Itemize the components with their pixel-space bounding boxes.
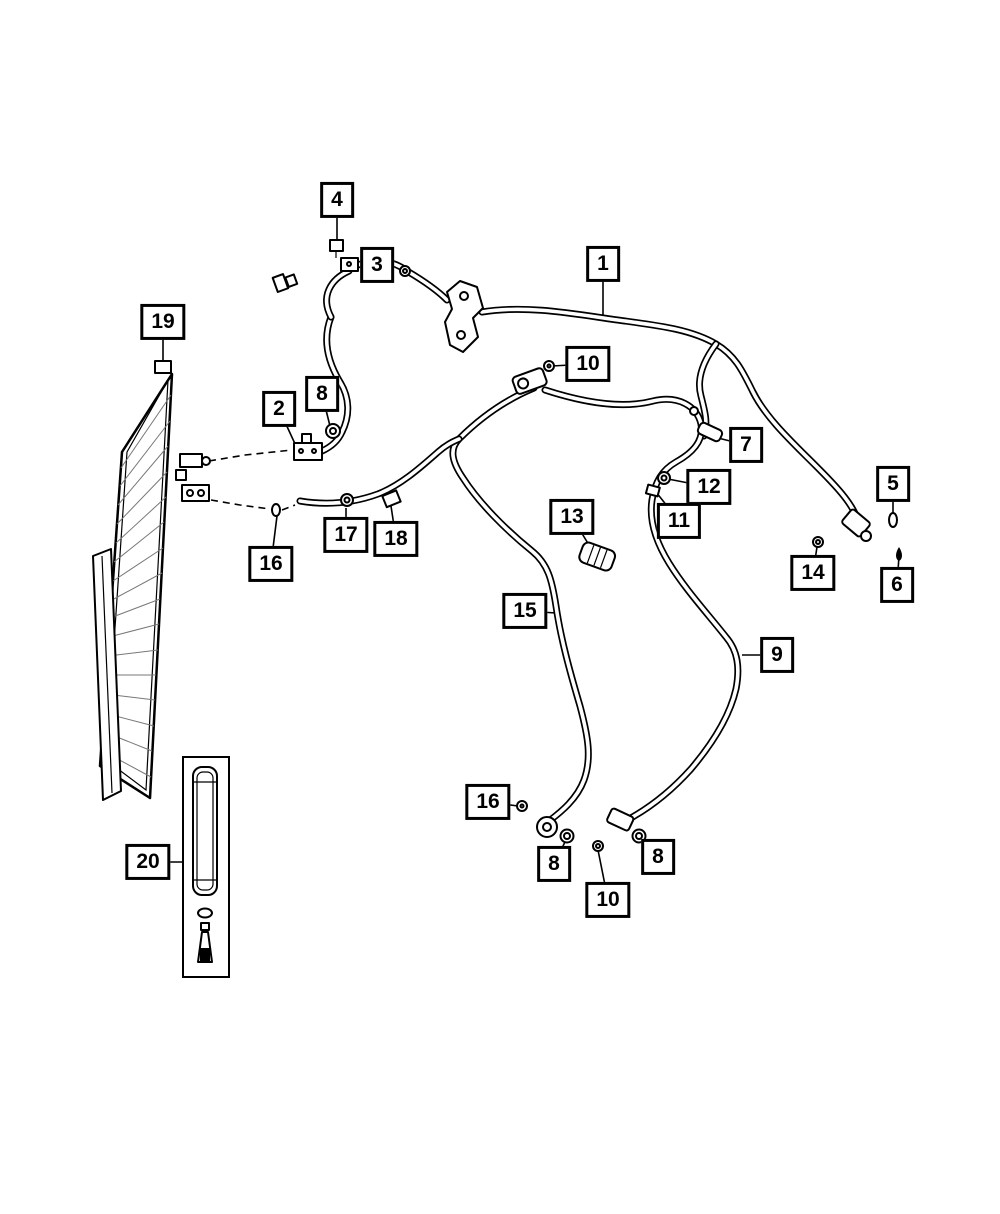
callout-label: 16 [476, 789, 500, 813]
callout-2: 2 [262, 390, 296, 428]
manifold-block-2 [293, 433, 323, 461]
callout-label: 12 [697, 474, 721, 498]
fitting-18 [381, 489, 402, 509]
callout-label: 7 [740, 432, 752, 456]
callout-label: 2 [273, 396, 285, 420]
hose-9-end-fitting [606, 807, 635, 832]
discharge-hose-9 [541, 386, 742, 823]
callout-20: 20 [125, 843, 171, 881]
callout-18: 18 [373, 520, 419, 558]
callout-1: 1 [586, 245, 620, 283]
callout-7: 7 [729, 426, 763, 464]
clip-7 [689, 406, 724, 443]
callout-4: 4 [320, 181, 354, 219]
condenser-top-tab [154, 360, 172, 374]
callout-label: 4 [331, 187, 343, 211]
callout-label: 6 [891, 572, 903, 596]
callout-label: 17 [334, 522, 358, 546]
condenser [92, 360, 296, 801]
callout-label: 8 [316, 381, 328, 405]
clamp-17 [340, 493, 354, 507]
callout-17: 17 [323, 516, 369, 554]
callout-label: 16 [259, 551, 283, 575]
callout-label: 19 [151, 309, 175, 333]
condenser-fittings [175, 453, 211, 502]
callout-label: 3 [371, 252, 383, 276]
o-ring-16-left [271, 503, 281, 517]
callout-label: 20 [136, 849, 160, 873]
grommet-10-top [543, 360, 555, 372]
washer-14 [812, 536, 824, 548]
bolt-12 [657, 471, 671, 485]
callout-label: 9 [771, 642, 783, 666]
callout-label: 13 [560, 504, 584, 528]
jumper-tube-3-4 [318, 257, 451, 455]
callout-label: 5 [887, 471, 899, 495]
assembly-dash-line-lower [210, 499, 271, 510]
o-ring-8-bottom-left [559, 828, 575, 844]
assembly-dash-line-upper [208, 449, 293, 462]
condenser-fins [100, 394, 172, 778]
seal-6 [896, 547, 902, 561]
callout-14: 14 [790, 554, 836, 592]
fitting-left-of-3 [271, 273, 299, 293]
callout-label: 10 [576, 351, 600, 375]
tube-fitting-top-15 [511, 367, 548, 395]
bolt-16-bottom [516, 800, 528, 812]
callout-label: 8 [548, 851, 560, 875]
callout-label: 1 [597, 251, 609, 275]
nut-11 [644, 483, 661, 498]
callout-11: 11 [656, 502, 702, 540]
suction-line-1 [478, 305, 861, 522]
callout-9: 9 [760, 636, 794, 674]
cap-nut-4 [329, 239, 344, 258]
hose-end-fitting-right [841, 508, 872, 542]
callout-15: 15 [502, 592, 548, 630]
bolt-10-bottom [592, 840, 604, 852]
callout-8-bottom-left: 8 [537, 845, 571, 883]
inline-filter-13 [578, 541, 617, 572]
hose-15-end-fitting [536, 816, 558, 838]
callout-8-top: 8 [305, 375, 339, 413]
callout-16-bottom: 16 [465, 783, 511, 821]
callout-19: 19 [140, 303, 186, 341]
callout-10-bottom: 10 [585, 881, 631, 919]
callout-label: 14 [801, 560, 825, 584]
callout-3: 3 [360, 246, 394, 284]
oil-tube-cap [200, 922, 210, 931]
bolt-right-of-3 [399, 265, 411, 277]
callout-label: 18 [384, 526, 408, 550]
callout-10-top: 10 [565, 345, 611, 383]
drier-kit [182, 756, 230, 978]
o-ring-kit [197, 907, 213, 919]
callout-6: 6 [880, 566, 914, 604]
callout-label: 10 [596, 887, 620, 911]
callout-label: 15 [513, 598, 537, 622]
callout-13: 13 [549, 498, 595, 536]
callout-5: 5 [876, 465, 910, 503]
o-ring-5 [888, 512, 898, 528]
desiccant-bag [192, 766, 218, 896]
fitting-3 [340, 257, 359, 272]
mounting-bracket [444, 280, 484, 353]
callout-label: 8 [652, 844, 664, 868]
clamp-8-top [325, 423, 341, 439]
callout-label: 11 [667, 508, 691, 532]
callout-12: 12 [686, 468, 732, 506]
callout-16-left: 16 [248, 545, 294, 583]
kit-box-outline [182, 756, 230, 978]
callout-8-bottom-right: 8 [641, 838, 675, 876]
